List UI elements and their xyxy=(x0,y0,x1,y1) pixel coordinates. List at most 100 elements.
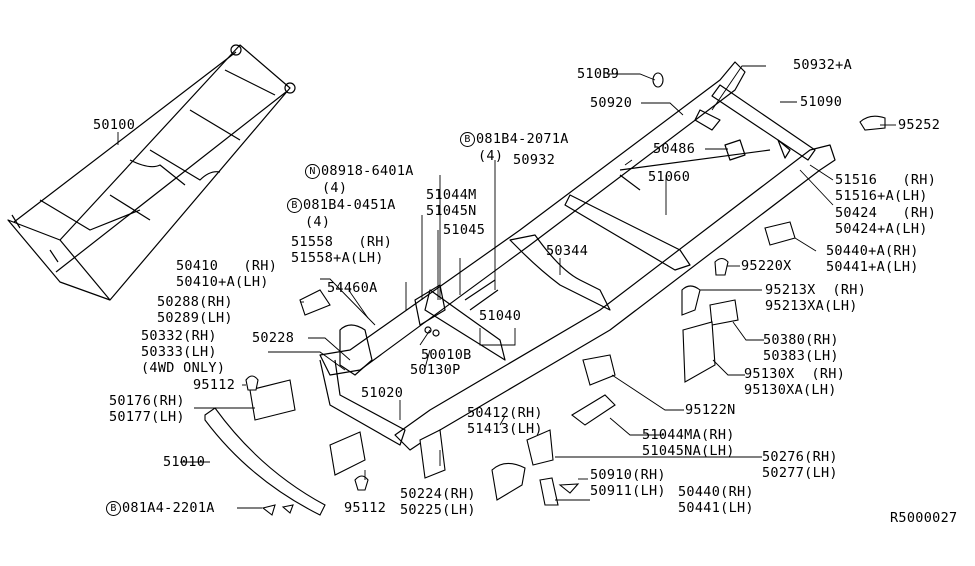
part-number-text: 081B4-2071A xyxy=(476,131,569,147)
label-51045[interactable]: 51045 xyxy=(443,222,486,238)
label-line: 95213X (RH) xyxy=(765,282,867,298)
label-54460a[interactable]: 54460A xyxy=(327,280,378,296)
label-line: 51558+A(LH) xyxy=(291,250,384,266)
label-50424[interactable]: 50424 (RH)50424+A(LH) xyxy=(835,205,936,237)
leader-lines xyxy=(117,65,896,509)
overview-frame-drawing xyxy=(7,44,296,301)
label-50920[interactable]: 50920 xyxy=(590,95,633,111)
label-line: 50176(RH) xyxy=(109,393,185,409)
part-50276 xyxy=(526,429,554,466)
label-line: 50911(LH) xyxy=(590,483,666,499)
label-line: 50225(LH) xyxy=(400,502,476,518)
part-50440 xyxy=(539,477,559,506)
label-95130x[interactable]: 95130X (RH)95130XA(LH) xyxy=(744,366,845,398)
part-95112-lower xyxy=(354,475,369,491)
label-95112-upper[interactable]: 95112 xyxy=(193,377,236,393)
part-50440a xyxy=(764,221,796,246)
label-line: 50380(RH) xyxy=(763,332,839,348)
label-50440a[interactable]: 50440+A(RH)50441+A(LH) xyxy=(826,243,919,275)
label-50910[interactable]: 50910(RH)50911(LH) xyxy=(590,467,666,499)
label-510b9[interactable]: 510B9 xyxy=(577,66,620,82)
label-51020[interactable]: 51020 xyxy=(361,385,404,401)
label-50486[interactable]: 50486 xyxy=(653,141,696,157)
label-line: 51044MA(RH) xyxy=(642,427,735,443)
label-line: 50383(LH) xyxy=(763,348,839,364)
label-line: 50424 (RH) xyxy=(835,205,937,221)
part-50224 xyxy=(419,429,446,479)
label-line: 50177(LH) xyxy=(109,409,185,425)
part-50380 xyxy=(709,299,739,326)
label-50224[interactable]: 50224(RH)50225(LH) xyxy=(400,486,476,518)
label-line: 95130X (RH) xyxy=(744,366,846,382)
label-line: 51516 (RH) xyxy=(835,172,937,188)
label-50130p[interactable]: 50130P xyxy=(410,362,461,378)
label-line: 50332(RH) xyxy=(141,328,217,344)
label-line: 51044M xyxy=(426,187,477,203)
label-50276[interactable]: 50276(RH)50277(LH) xyxy=(762,449,838,481)
label-50412[interactable]: 50412(RH)51413(LH) xyxy=(467,405,543,437)
label-50288[interactable]: 50288(RH)50289(LH) xyxy=(157,294,233,326)
part-50176 xyxy=(249,379,296,421)
label-50380[interactable]: 50380(RH)50383(LH) xyxy=(763,332,839,364)
label-50932a[interactable]: 50932+A xyxy=(793,57,852,73)
label-51090[interactable]: 51090 xyxy=(800,94,843,110)
label-51558[interactable]: 51558 (RH)51558+A(LH) xyxy=(291,234,392,266)
b-circle-symbol-icon: B xyxy=(287,197,302,213)
detached-parts xyxy=(204,72,886,516)
label-51044ma[interactable]: 51044MA(RH)51045NA(LH) xyxy=(642,427,735,459)
label-51040[interactable]: 51040 xyxy=(479,308,522,324)
part-95213x xyxy=(681,285,701,316)
part-front-bracket xyxy=(329,431,366,476)
part-95122n xyxy=(582,354,616,386)
label-51060[interactable]: 51060 xyxy=(648,169,691,185)
label-line: 50424+A(LH) xyxy=(835,221,928,237)
label-line: 51045N xyxy=(426,203,477,219)
label-51010[interactable]: 51010 xyxy=(163,454,206,470)
label-50176[interactable]: 50176(RH)50177(LH) xyxy=(109,393,185,425)
label-95252[interactable]: 95252 xyxy=(898,117,941,133)
part-50412 xyxy=(491,462,526,501)
label-95112-lower[interactable]: 95112 xyxy=(344,500,387,516)
label-50228[interactable]: 50228 xyxy=(252,330,295,346)
part-bolt-2 xyxy=(281,504,294,514)
label-line: 50910(RH) xyxy=(590,467,666,483)
label-50410[interactable]: 50410 (RH)50410+A(LH) xyxy=(176,258,277,290)
label-line: 50288(RH) xyxy=(157,294,233,310)
part-bolt-1 xyxy=(261,504,276,516)
part-number-text: 08918-6401A xyxy=(321,163,414,179)
label-95213x[interactable]: 95213X (RH)95213XA(LH) xyxy=(765,282,866,314)
reference-code: R5000027 xyxy=(890,510,958,526)
part-number-text: 081A4-2201A xyxy=(122,500,215,516)
part-95252 xyxy=(859,115,886,131)
label-line: 51413(LH) xyxy=(467,421,543,437)
label-line: 50441(LH) xyxy=(678,500,754,516)
label-line: 50441+A(LH) xyxy=(826,259,919,275)
label-95220x[interactable]: 95220X xyxy=(741,258,792,274)
label-95122n[interactable]: 95122N xyxy=(685,402,736,418)
label-51516[interactable]: 51516 (RH)51516+A(LH) xyxy=(835,172,936,204)
label-line: 95213XA(LH) xyxy=(765,298,858,314)
label-50332[interactable]: 50332(RH)50333(LH)(4WD ONLY) xyxy=(141,328,225,376)
label-line: 50440+A(RH) xyxy=(826,243,919,259)
label-50344[interactable]: 50344 xyxy=(546,243,589,259)
part-95112-upper xyxy=(245,375,259,391)
label-qty: (4) xyxy=(478,148,504,164)
label-50010b[interactable]: 50010B xyxy=(421,347,472,363)
part-50288 xyxy=(299,289,331,316)
part-51010-bumper xyxy=(204,407,326,516)
label-50100[interactable]: 50100 xyxy=(93,117,136,133)
part-95130x xyxy=(682,321,716,383)
label-line: 50412(RH) xyxy=(467,405,543,421)
label-50932[interactable]: 50932 xyxy=(513,152,556,168)
label-line: 50276(RH) xyxy=(762,449,838,465)
part-510b9 xyxy=(652,72,664,88)
label-qty: (4) xyxy=(322,180,348,196)
label-50440[interactable]: 50440(RH)50441(LH) xyxy=(678,484,754,516)
label-line: 95130XA(LH) xyxy=(744,382,837,398)
